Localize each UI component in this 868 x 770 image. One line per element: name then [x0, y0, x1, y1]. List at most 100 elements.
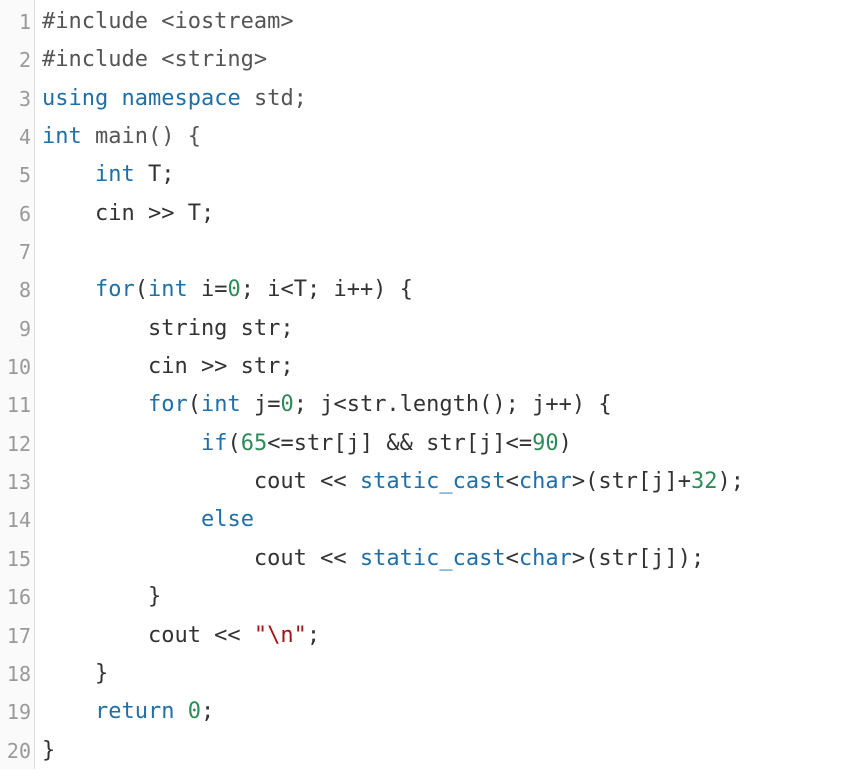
code-token: for	[147, 392, 188, 418]
code-token: namespace	[121, 85, 241, 111]
code-token: ;	[200, 699, 215, 725]
line-number: 10	[6, 355, 31, 380]
code-line[interactable]: }	[42, 732, 868, 770]
code-line[interactable]: else	[42, 501, 868, 539]
code-token: std;	[240, 85, 307, 111]
code-token: cout <<	[42, 545, 360, 571]
code-token: )	[558, 430, 572, 456]
code-line[interactable]: string str;	[42, 310, 868, 348]
line-number: 9	[18, 316, 31, 341]
code-line[interactable]: if(65<=str[j] && str[j]<=90)	[42, 425, 868, 463]
line-number: 4	[18, 125, 31, 150]
code-token: 0	[280, 392, 294, 418]
code-token: 32	[691, 469, 718, 495]
line-number: 3	[18, 86, 31, 111]
code-line[interactable]: }	[42, 655, 868, 693]
line-number: 20	[6, 738, 31, 763]
code-token	[42, 699, 95, 724]
code-token: (	[187, 392, 201, 418]
code-token: (	[227, 430, 241, 456]
code-token: 0	[227, 277, 241, 303]
code-token: ; i<T; i++) {	[240, 277, 413, 303]
line-number: 11	[6, 393, 31, 418]
line-number: 15	[6, 546, 31, 571]
code-line[interactable]	[42, 233, 868, 271]
code-token: else	[200, 507, 254, 533]
code-line[interactable]: cout << "\n";	[42, 617, 868, 655]
code-token: cin >> T;	[42, 200, 215, 226]
code-line[interactable]: cout << static_cast<char>(str[j]);	[42, 540, 868, 578]
code-token: #include <string>	[42, 47, 268, 73]
code-token: }	[42, 737, 56, 763]
code-token: string str;	[42, 315, 294, 341]
code-token: int	[42, 124, 82, 150]
code-token: );	[717, 469, 745, 495]
line-number: 2	[18, 48, 31, 73]
line-number: 6	[18, 201, 31, 226]
line-number: 12	[6, 431, 31, 456]
code-token: j=	[240, 392, 281, 418]
code-token: for	[94, 277, 135, 303]
code-token	[174, 699, 187, 724]
code-token	[42, 507, 201, 532]
code-token: int	[200, 392, 241, 418]
code-token	[108, 86, 121, 111]
code-token: }	[42, 660, 109, 686]
code-token: return	[94, 699, 175, 725]
line-number: 8	[18, 278, 31, 303]
code-token: int	[94, 162, 135, 188]
line-number: 18	[6, 661, 31, 686]
code-line[interactable]: using namespace std;	[42, 80, 868, 118]
code-token: main() {	[81, 124, 201, 150]
code-token	[42, 431, 201, 456]
code-token: 90	[532, 430, 559, 456]
code-token: char	[518, 469, 572, 495]
code-token: 65	[240, 430, 268, 456]
code-line[interactable]: cout << static_cast<char>(str[j]+32);	[42, 463, 868, 501]
code-token: <	[505, 545, 519, 571]
code-token: }	[42, 584, 162, 610]
code-token: cout <<	[42, 469, 360, 495]
code-token: cout <<	[42, 622, 254, 648]
code-token: #include <iostream>	[42, 9, 294, 34]
code-token	[42, 392, 148, 417]
code-token: (	[134, 277, 148, 303]
line-number: 13	[6, 470, 31, 495]
code-token	[42, 162, 95, 187]
code-line[interactable]: return 0;	[42, 693, 868, 731]
code-token	[42, 277, 95, 302]
line-number: 17	[6, 623, 31, 648]
code-token: if	[200, 430, 228, 456]
code-token: using	[42, 85, 109, 111]
code-token: >(str[j]+	[571, 469, 692, 495]
code-line[interactable]: cin >> T;	[42, 195, 868, 233]
code-token: static_cast	[359, 545, 506, 571]
line-number: 14	[6, 508, 31, 533]
code-line[interactable]: }	[42, 578, 868, 616]
line-number: 1	[18, 10, 31, 34]
code-line[interactable]: for(int j=0; j<str.length(); j++) {	[42, 386, 868, 424]
code-line[interactable]: #include <string>	[42, 41, 868, 79]
code-token: ; j<str.length(); j++) {	[293, 392, 612, 418]
code-token: static_cast	[359, 469, 506, 495]
code-token: <	[505, 469, 519, 495]
code-area[interactable]: #include <iostream> #include <string> usin…	[35, 0, 868, 769]
code-line[interactable]: int main() {	[42, 118, 868, 156]
line-number: 7	[18, 240, 31, 265]
code-line[interactable]: #include <iostream>	[42, 3, 868, 41]
code-line[interactable]: cin >> str;	[42, 348, 868, 386]
line-number: 16	[6, 585, 31, 610]
code-token: char	[518, 545, 572, 571]
code-token: 0	[187, 699, 201, 725]
code-line[interactable]: for(int i=0; i<T; i++) {	[42, 271, 868, 309]
code-token: int	[147, 277, 188, 303]
code-token: ;	[306, 622, 321, 648]
code-line[interactable]: int T;	[42, 156, 868, 194]
code-token: "\n"	[253, 622, 307, 648]
code-token: >(str[j]);	[571, 545, 705, 571]
code-token: cin >> str;	[42, 354, 294, 380]
line-number: 19	[6, 700, 31, 725]
code-token: T;	[134, 162, 175, 188]
